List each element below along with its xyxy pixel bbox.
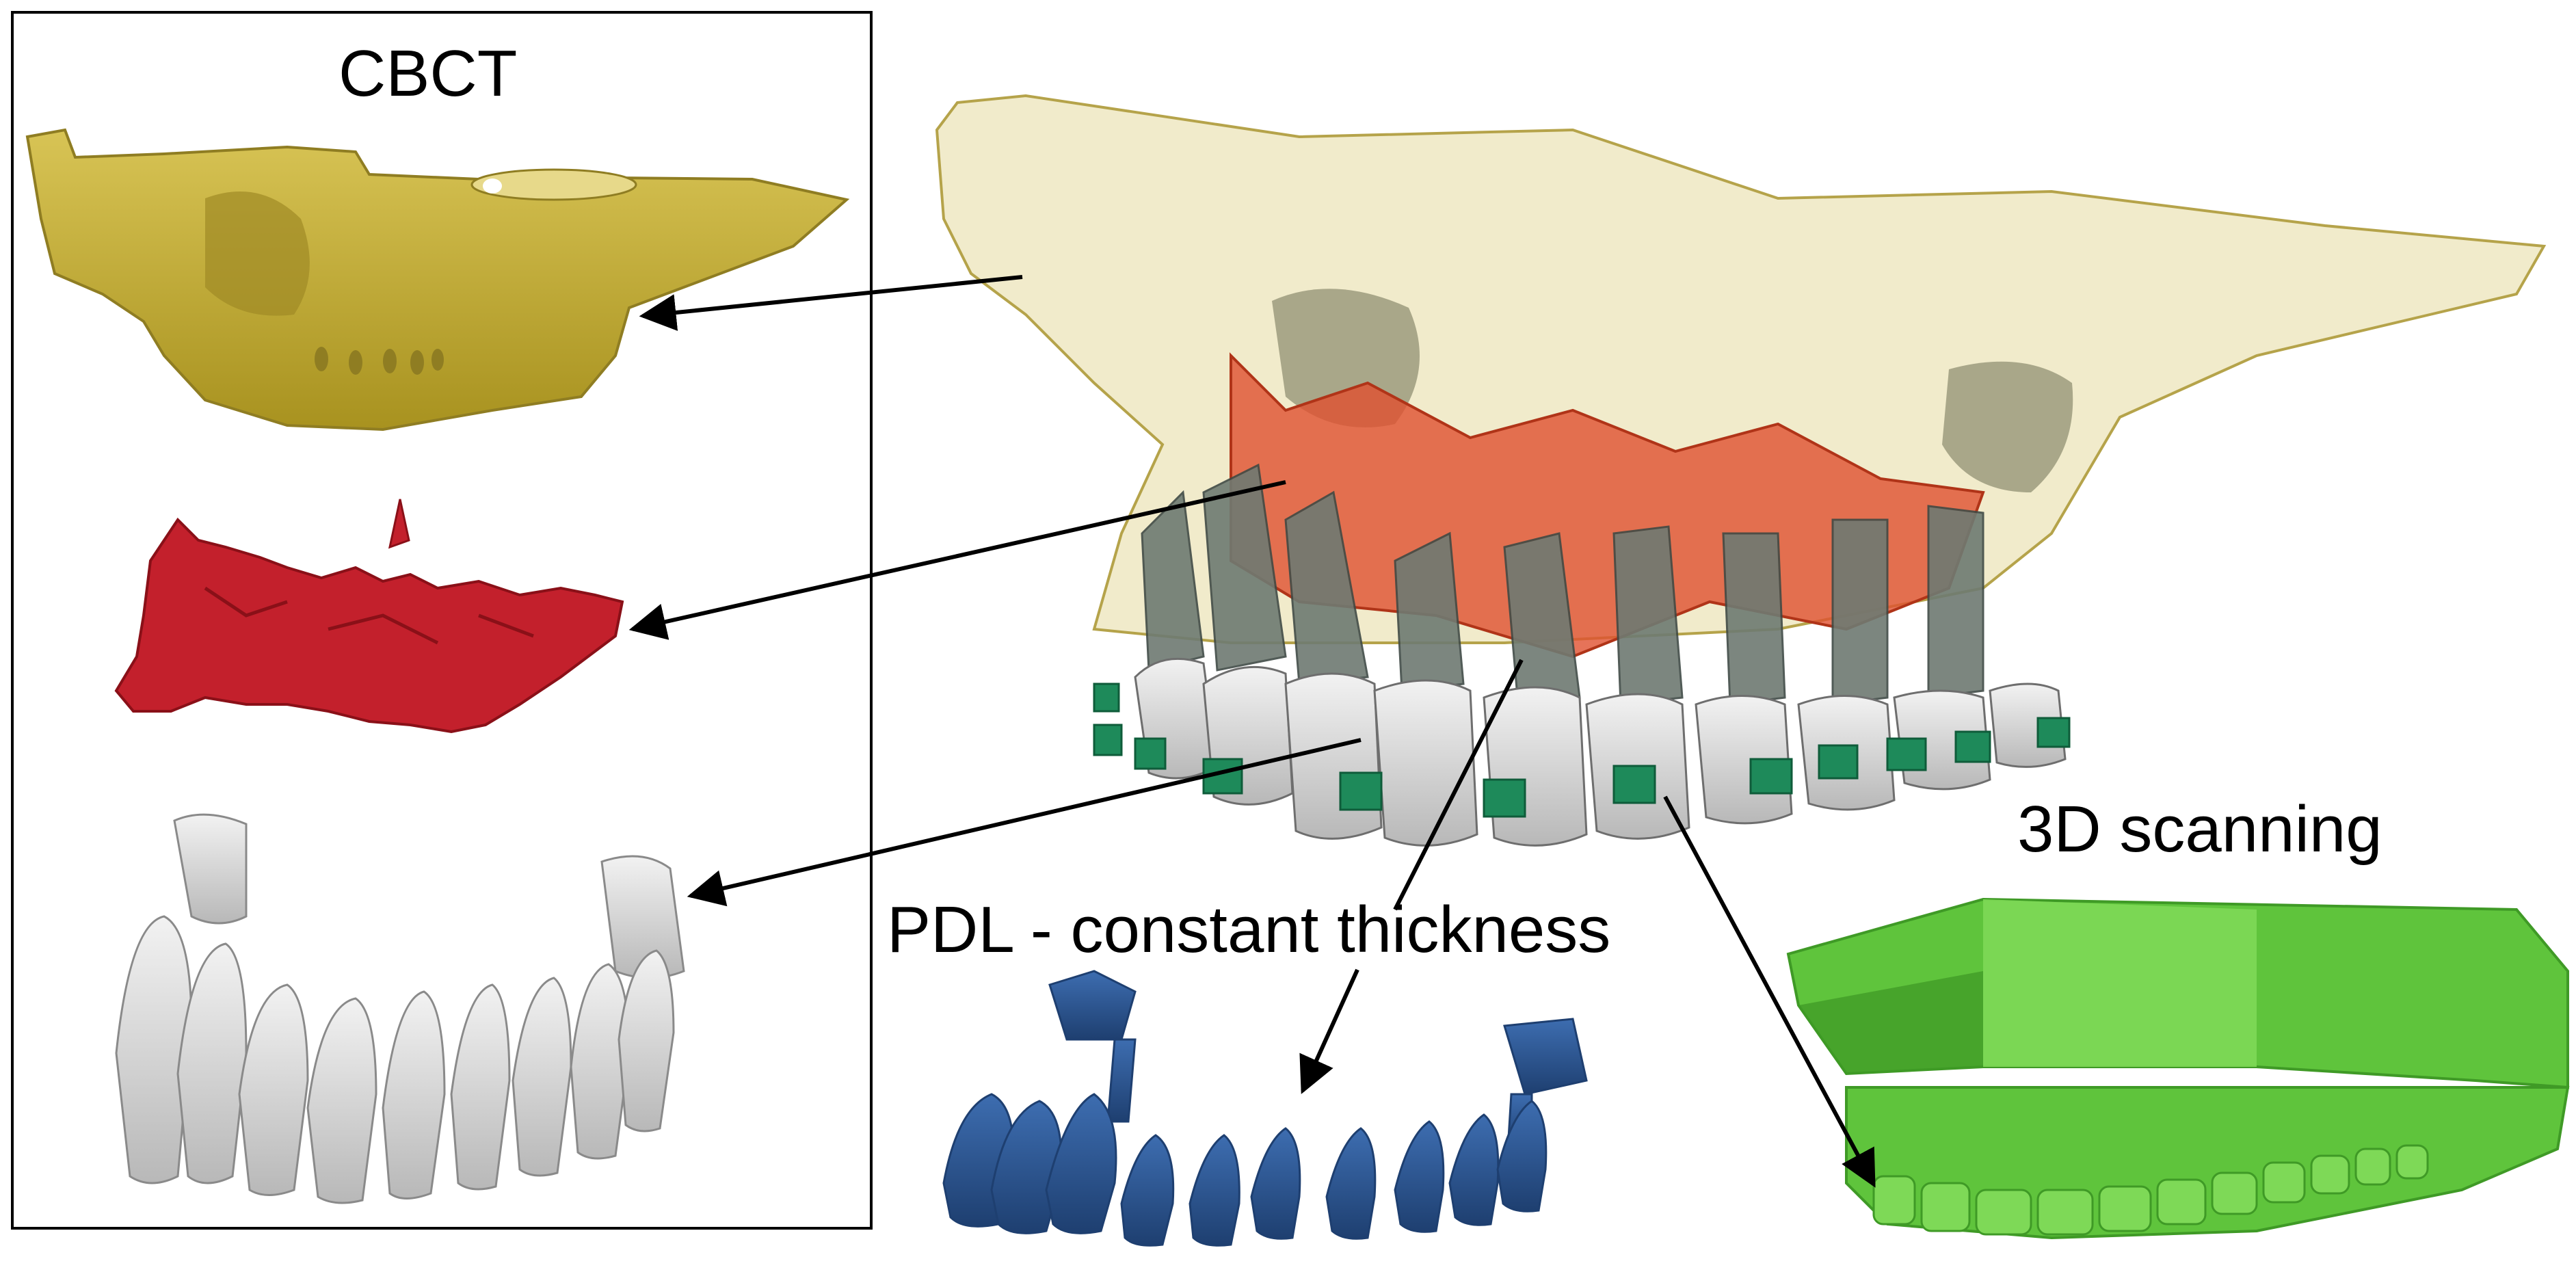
arrow-pdl-from-assembly [1393, 659, 1524, 911]
assembly-model [935, 94, 2547, 847]
cbct-panel-frame [11, 11, 873, 1230]
pdl-label: PDL - constant thickness [887, 893, 1611, 966]
cbct-teeth-model [115, 813, 685, 1204]
arrow-pdl-down [1299, 968, 1359, 1094]
arrows [628, 275, 1876, 1188]
cbct-bone-model [25, 128, 850, 432]
arrow-teeth [687, 738, 1362, 907]
arrow-scan [1663, 795, 1876, 1188]
scan-model [1786, 897, 2570, 1240]
cbct-soft-tissue-model [114, 499, 624, 734]
arrow-bone [639, 275, 1023, 331]
arrow-soft-tissue [628, 480, 1286, 640]
pdl-model [942, 970, 1588, 1247]
scan-label: 3D scanning [2017, 793, 2382, 866]
cbct-label: CBCT [338, 37, 518, 110]
